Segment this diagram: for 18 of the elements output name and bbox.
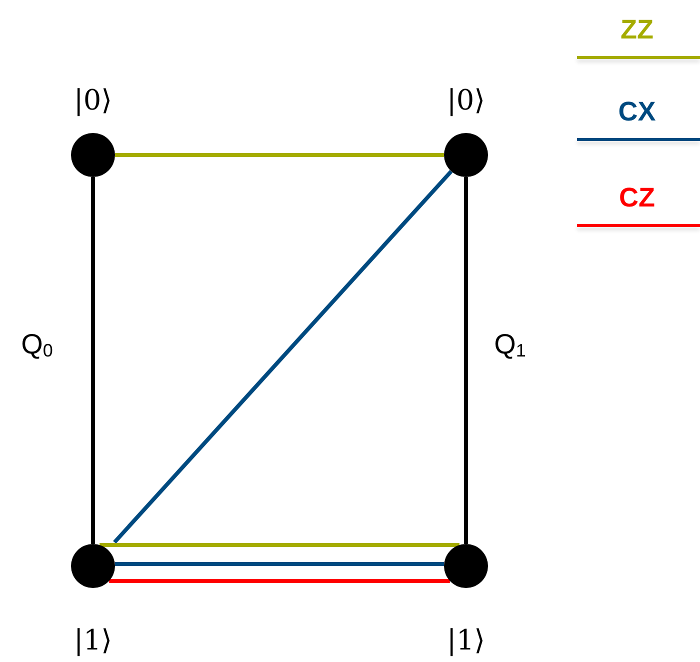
connector-line: [464, 177, 468, 544]
node-dot: [444, 544, 488, 588]
state-label: |0⟩: [74, 84, 112, 116]
connector-line: [91, 177, 95, 544]
state-label: |0⟩: [446, 84, 486, 116]
legend-label: CX: [618, 96, 656, 128]
node-dot: [444, 133, 488, 177]
legend-label: ZZ: [620, 14, 654, 46]
node-dot: [71, 544, 115, 588]
connector-line: [113, 170, 453, 544]
connector-line: [100, 543, 460, 547]
connector-line: [114, 562, 444, 566]
connector-line: [115, 153, 444, 157]
legend-label: CZ: [619, 182, 655, 214]
node-dot: [71, 133, 115, 177]
state-label: |1⟩: [446, 624, 486, 656]
state-label: |1⟩: [74, 624, 112, 656]
connector-line: [109, 579, 450, 583]
